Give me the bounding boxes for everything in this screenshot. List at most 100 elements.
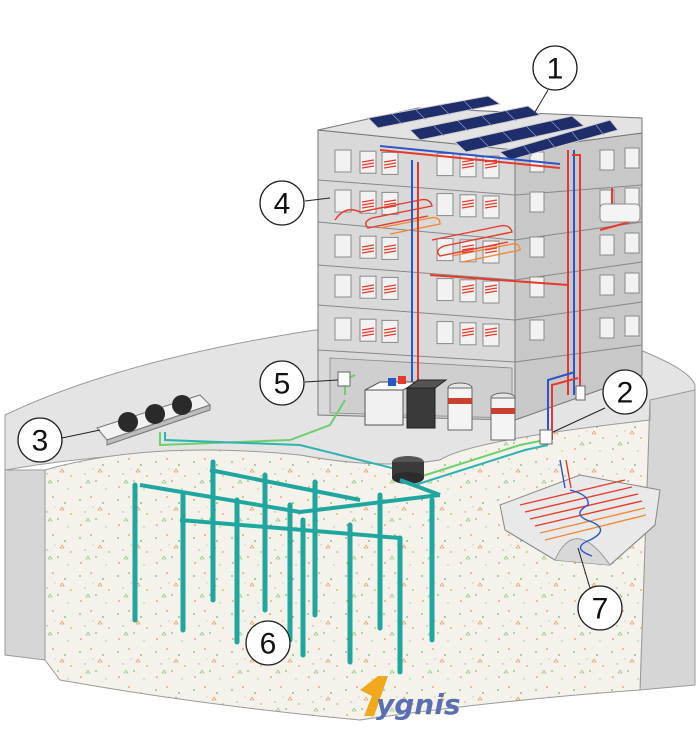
callout-number: 5 — [274, 368, 291, 401]
window — [529, 319, 545, 341]
radiator-stripe — [484, 290, 498, 294]
radiator-stripe — [383, 202, 397, 206]
radiator-stripe — [383, 290, 397, 294]
radiator-stripe — [461, 247, 475, 251]
radiator-stripe — [361, 290, 375, 294]
window — [599, 274, 615, 296]
callout-leader-line — [61, 429, 101, 439]
radiator-stripe — [484, 250, 498, 254]
callout-number: 2 — [617, 377, 634, 410]
radiator-stripe — [383, 159, 397, 163]
callout-circle — [602, 369, 648, 415]
radiator-stripe — [361, 330, 375, 334]
radiator-stripe — [461, 165, 475, 169]
radiator-stripe — [383, 327, 397, 331]
ground-loop-pipes — [159, 371, 579, 486]
radiator-stripe — [383, 247, 397, 251]
callout-leader-line — [304, 197, 331, 202]
borehole-manifold — [392, 456, 424, 484]
radiator-stripe — [461, 159, 475, 163]
callout-circle — [577, 585, 623, 631]
radiator-stripe — [383, 205, 397, 209]
radiator-stripe — [461, 284, 475, 288]
window — [599, 149, 615, 171]
window — [436, 238, 454, 262]
callout-7: 7 — [577, 547, 623, 631]
callout-number: 3 — [32, 425, 49, 458]
radiator-stripe — [484, 165, 498, 169]
radiator-stripe — [484, 284, 498, 288]
window — [529, 191, 545, 213]
callout-leader-line — [304, 379, 339, 383]
window — [334, 149, 352, 173]
dry-cooler-unit — [96, 394, 211, 446]
building-riser-pipes — [379, 145, 631, 395]
window — [624, 272, 640, 294]
callout-number: 7 — [592, 593, 609, 626]
callout-5: 5 — [259, 360, 339, 406]
manifold-box-right — [539, 429, 553, 445]
window — [334, 234, 352, 258]
solar-panel-array — [366, 95, 619, 161]
radiators — [361, 159, 498, 337]
logo-wordmark: ygnis — [376, 688, 461, 721]
callout-1: 1 — [532, 45, 578, 113]
radiator-stripe — [461, 250, 475, 254]
radiator-stripe — [484, 327, 498, 331]
callout-6: 6 — [245, 620, 291, 666]
radiator-stripe — [383, 284, 397, 288]
radiator-stripe — [484, 247, 498, 251]
underfloor-heating — [334, 198, 521, 263]
manifold-box-left — [337, 371, 351, 387]
callout-2: 2 — [552, 369, 648, 433]
callout-number: 4 — [274, 188, 291, 221]
radiator-stripe — [361, 244, 375, 248]
window — [436, 321, 454, 345]
window — [436, 193, 454, 217]
radiator-stripe — [383, 250, 397, 254]
radiator-stripe — [361, 165, 375, 169]
control-box — [575, 385, 586, 401]
radiator-stripe — [461, 162, 475, 166]
radiator-stripe — [361, 199, 375, 203]
window — [529, 236, 545, 258]
radiator-stripe — [461, 330, 475, 334]
radiator-stripe — [484, 287, 498, 291]
callout-circle — [259, 180, 305, 226]
ygnis-logo: ygnis — [360, 676, 461, 721]
window — [436, 278, 454, 302]
radiator-stripe — [361, 162, 375, 166]
radiator-stripe — [383, 330, 397, 334]
callout-circle — [245, 620, 291, 666]
callout-3: 3 — [17, 417, 101, 463]
window — [624, 147, 640, 169]
callout-layer: 1 2 3 4 5 6 7 — [17, 45, 648, 666]
window — [436, 153, 454, 177]
collector-coils — [519, 459, 647, 557]
radiator-stripe — [383, 244, 397, 248]
radiator-stripe — [383, 162, 397, 166]
radiator-stripe — [484, 202, 498, 206]
radiator-stripe — [461, 244, 475, 248]
window — [624, 232, 640, 254]
radiator-stripe — [361, 333, 375, 337]
radiator-stripe — [361, 287, 375, 291]
window — [599, 234, 615, 256]
radiator-stripe — [461, 327, 475, 331]
radiator-stripe — [383, 199, 397, 203]
radiator-stripe — [461, 199, 475, 203]
callout-leader-line — [552, 407, 606, 433]
radiator-stripe — [383, 165, 397, 169]
callout-leader-line — [534, 89, 549, 113]
radiator-stripe — [361, 327, 375, 331]
radiator-stripe — [484, 162, 498, 166]
window — [334, 317, 352, 341]
radiator-stripe — [361, 159, 375, 163]
window — [529, 276, 545, 298]
radiator-stripe — [484, 199, 498, 203]
window — [334, 189, 352, 213]
radiator-stripe — [461, 202, 475, 206]
plant-room — [364, 376, 516, 441]
callout-number: 1 — [547, 53, 564, 86]
